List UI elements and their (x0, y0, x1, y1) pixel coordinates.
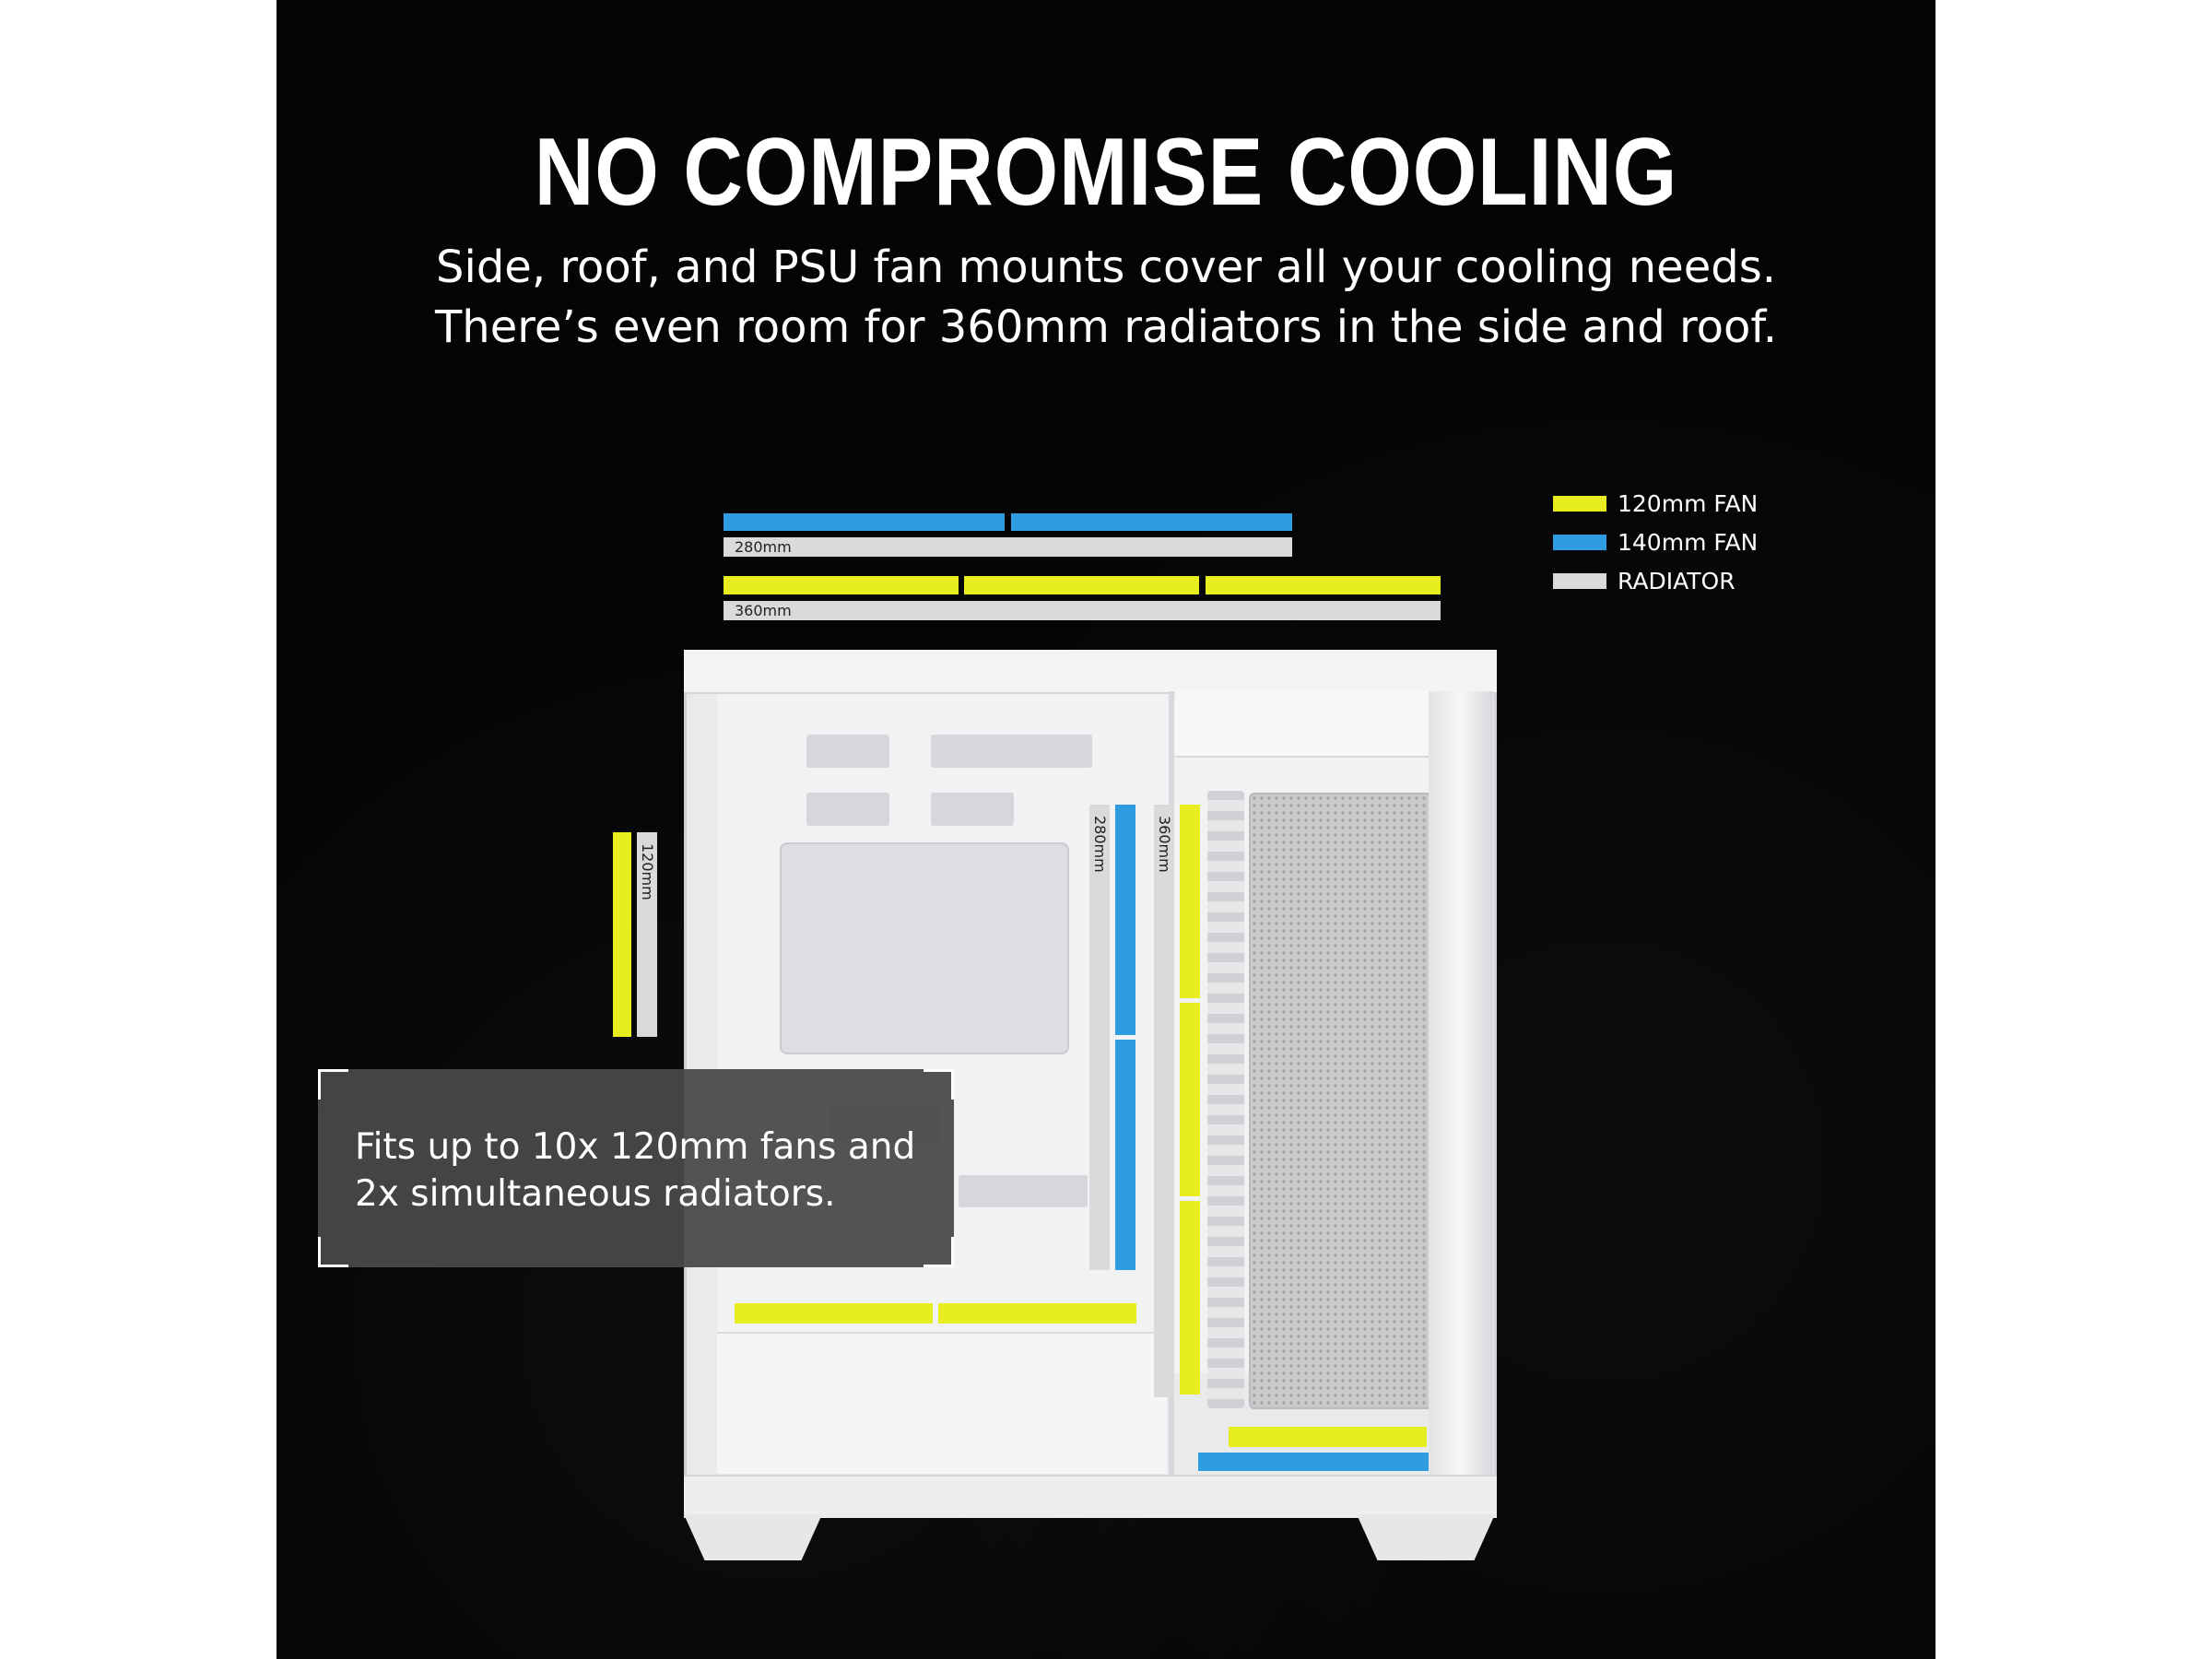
case-foot-left (684, 1514, 822, 1560)
rear-120mm-fan (613, 832, 631, 1037)
side-360mm-radiator: 360mm (1154, 805, 1174, 1397)
legend-item-radiator: RADIATOR (1553, 566, 1735, 595)
legend-item-140mm-fan: 140mm FAN (1553, 527, 1758, 557)
mesh-panel (1249, 793, 1437, 1409)
side-280-label: 280mm (1091, 816, 1109, 873)
side-120mm-fan-1 (1180, 805, 1200, 998)
psu-140mm-fan (1198, 1453, 1429, 1471)
side-120mm-fan-2 (1180, 1003, 1200, 1196)
side-140mm-fan-1 (1115, 805, 1135, 1035)
bottom-120mm-fan-2 (938, 1303, 1136, 1324)
legend-swatch-grey (1553, 572, 1606, 589)
side-360-label: 360mm (1156, 816, 1173, 873)
subtitle-line-1: Side, roof, and PSU fan mounts cover all… (436, 241, 1776, 293)
tray-cutout (931, 735, 1092, 768)
headline: NO COMPROMISE COOLING (534, 119, 1678, 226)
roof-120mm-fan-2 (964, 576, 1199, 594)
legend-swatch-blue (1553, 534, 1606, 550)
roof-280-label: 280mm (735, 538, 792, 556)
legend-item-120mm-fan: 120mm FAN (1553, 488, 1758, 518)
product-feature-panel: NO COMPROMISE COOLING Side, roof, and PS… (276, 0, 1936, 1659)
callout-line-1: Fits up to 10x 120mm fans and (355, 1126, 916, 1168)
case-top-panel (684, 650, 1497, 694)
tray-cutout (806, 735, 889, 768)
roof-120mm-fan-1 (724, 576, 959, 594)
tray-cutout (931, 793, 1014, 826)
side-120mm-fan-3 (1180, 1201, 1200, 1394)
callout-corner (924, 1237, 954, 1267)
callout-corner (924, 1069, 954, 1100)
motherboard-tray-cutout (780, 842, 1069, 1054)
feature-callout: Fits up to 10x 120mm fans and 2x simulta… (318, 1069, 954, 1267)
subtitle-line-2: There’s even room for 360mm radiators in… (434, 301, 1778, 353)
roof-140mm-fan-2 (1011, 513, 1292, 531)
case-bottom-panel (684, 1475, 1497, 1518)
psu-shroud (717, 1332, 1167, 1474)
callout-corner (318, 1237, 348, 1267)
roof-140mm-fan-1 (724, 513, 1005, 531)
rear-120-label: 120mm (639, 843, 656, 900)
legend-label: RADIATOR (1618, 567, 1735, 594)
callout-line-2: 2x simultaneous radiators. (355, 1173, 836, 1215)
legend-label: 120mm FAN (1618, 489, 1759, 517)
tray-cutout (806, 793, 889, 826)
case-front-glass-edge (1429, 691, 1493, 1484)
legend-swatch-yellow (1553, 495, 1606, 512)
side-140mm-fan-2 (1115, 1040, 1135, 1270)
roof-360-label: 360mm (735, 602, 792, 619)
mesh-frame (1207, 791, 1244, 1408)
tray-cutout (959, 1175, 1088, 1207)
rear-120mm-radiator: 120mm (637, 832, 657, 1037)
legend-label: 140mm FAN (1618, 528, 1759, 556)
callout-corner (318, 1069, 348, 1100)
roof-280mm-radiator: 280mm (724, 537, 1292, 557)
case-foot-right (1357, 1514, 1495, 1560)
roof-360mm-radiator: 360mm (724, 601, 1441, 620)
roof-120mm-fan-3 (1206, 576, 1441, 594)
psu-120mm-fan (1229, 1427, 1427, 1447)
bottom-120mm-fan-1 (735, 1303, 933, 1324)
side-280mm-radiator: 280mm (1089, 805, 1110, 1270)
case-top-compartment (1175, 691, 1433, 758)
